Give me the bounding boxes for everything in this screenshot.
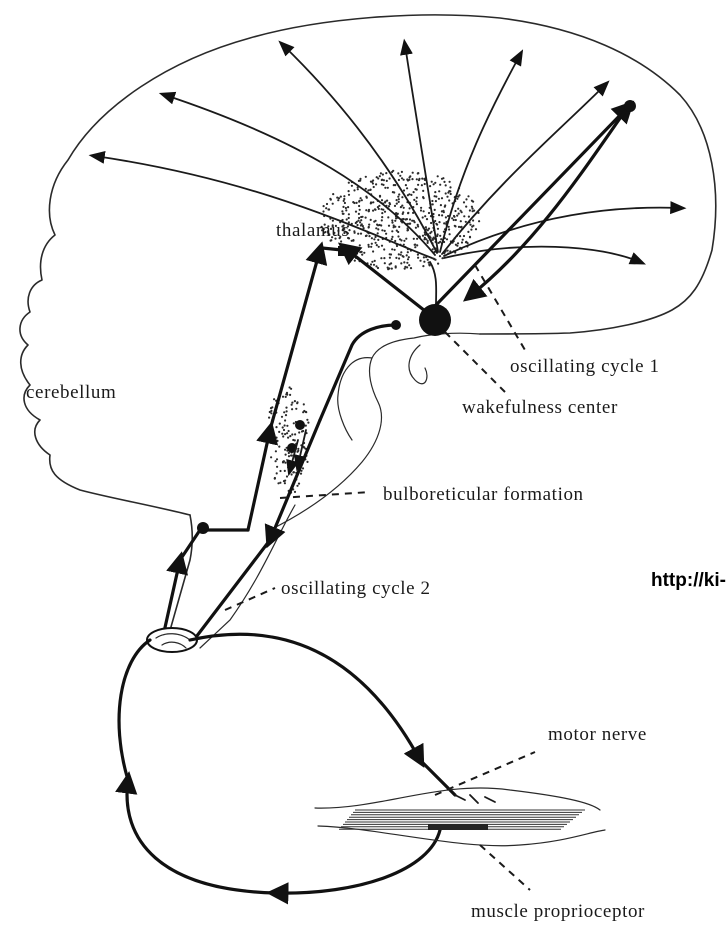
label-muscle-proprioceptor: muscle proprioceptor <box>471 901 645 922</box>
leader-wakefulness <box>445 332 505 392</box>
cortex-fiber-4 <box>405 45 438 252</box>
sensory-loop-back-1 <box>275 830 440 893</box>
label-cerebellum: cerebellum <box>26 382 116 403</box>
label-bulboreticular-formation: bulboreticular formation <box>383 484 584 505</box>
cortex-node <box>624 100 636 112</box>
url-fragment: http://ki- <box>651 570 726 591</box>
reticular-node-2 <box>295 420 305 430</box>
muscle-top-edge <box>315 788 600 810</box>
proprioceptor-spindle <box>428 824 488 830</box>
brainstem-ascending-2 <box>270 250 320 430</box>
cortex-fiber-8 <box>444 247 640 262</box>
wakefulness-node <box>419 304 451 336</box>
descending-1 <box>320 325 396 420</box>
cycle1-descending <box>470 107 628 296</box>
motor-loop-out <box>190 634 420 760</box>
sensory-loop-back-3 <box>119 640 150 780</box>
cortex-fiber-stem <box>430 262 436 305</box>
thalamus-connector <box>322 248 342 250</box>
cortex-fiber-1 <box>95 156 432 258</box>
label-oscillating-cycle-1: oscillating cycle 1 <box>510 356 660 377</box>
motor-endplate <box>455 795 495 803</box>
sensory-loop-back-2 <box>127 780 275 893</box>
pituitary-outline <box>409 345 427 384</box>
label-motor-nerve: motor nerve <box>548 724 647 745</box>
brainstem-ascending-1 <box>248 430 270 530</box>
cortex-fiber-7 <box>444 208 680 256</box>
label-oscillating-cycle-2: oscillating cycle 2 <box>281 578 431 599</box>
label-wakefulness-center: wakefulness center <box>462 397 618 418</box>
descending-3 <box>190 540 270 645</box>
leader-cycle1 <box>475 265 525 350</box>
cycle1-ascending <box>436 107 628 305</box>
cortex-fiber-5 <box>440 55 520 252</box>
leader-proprioceptor <box>480 845 530 890</box>
label-thalamus: thalamus <box>276 220 349 241</box>
relay-node <box>197 522 209 534</box>
